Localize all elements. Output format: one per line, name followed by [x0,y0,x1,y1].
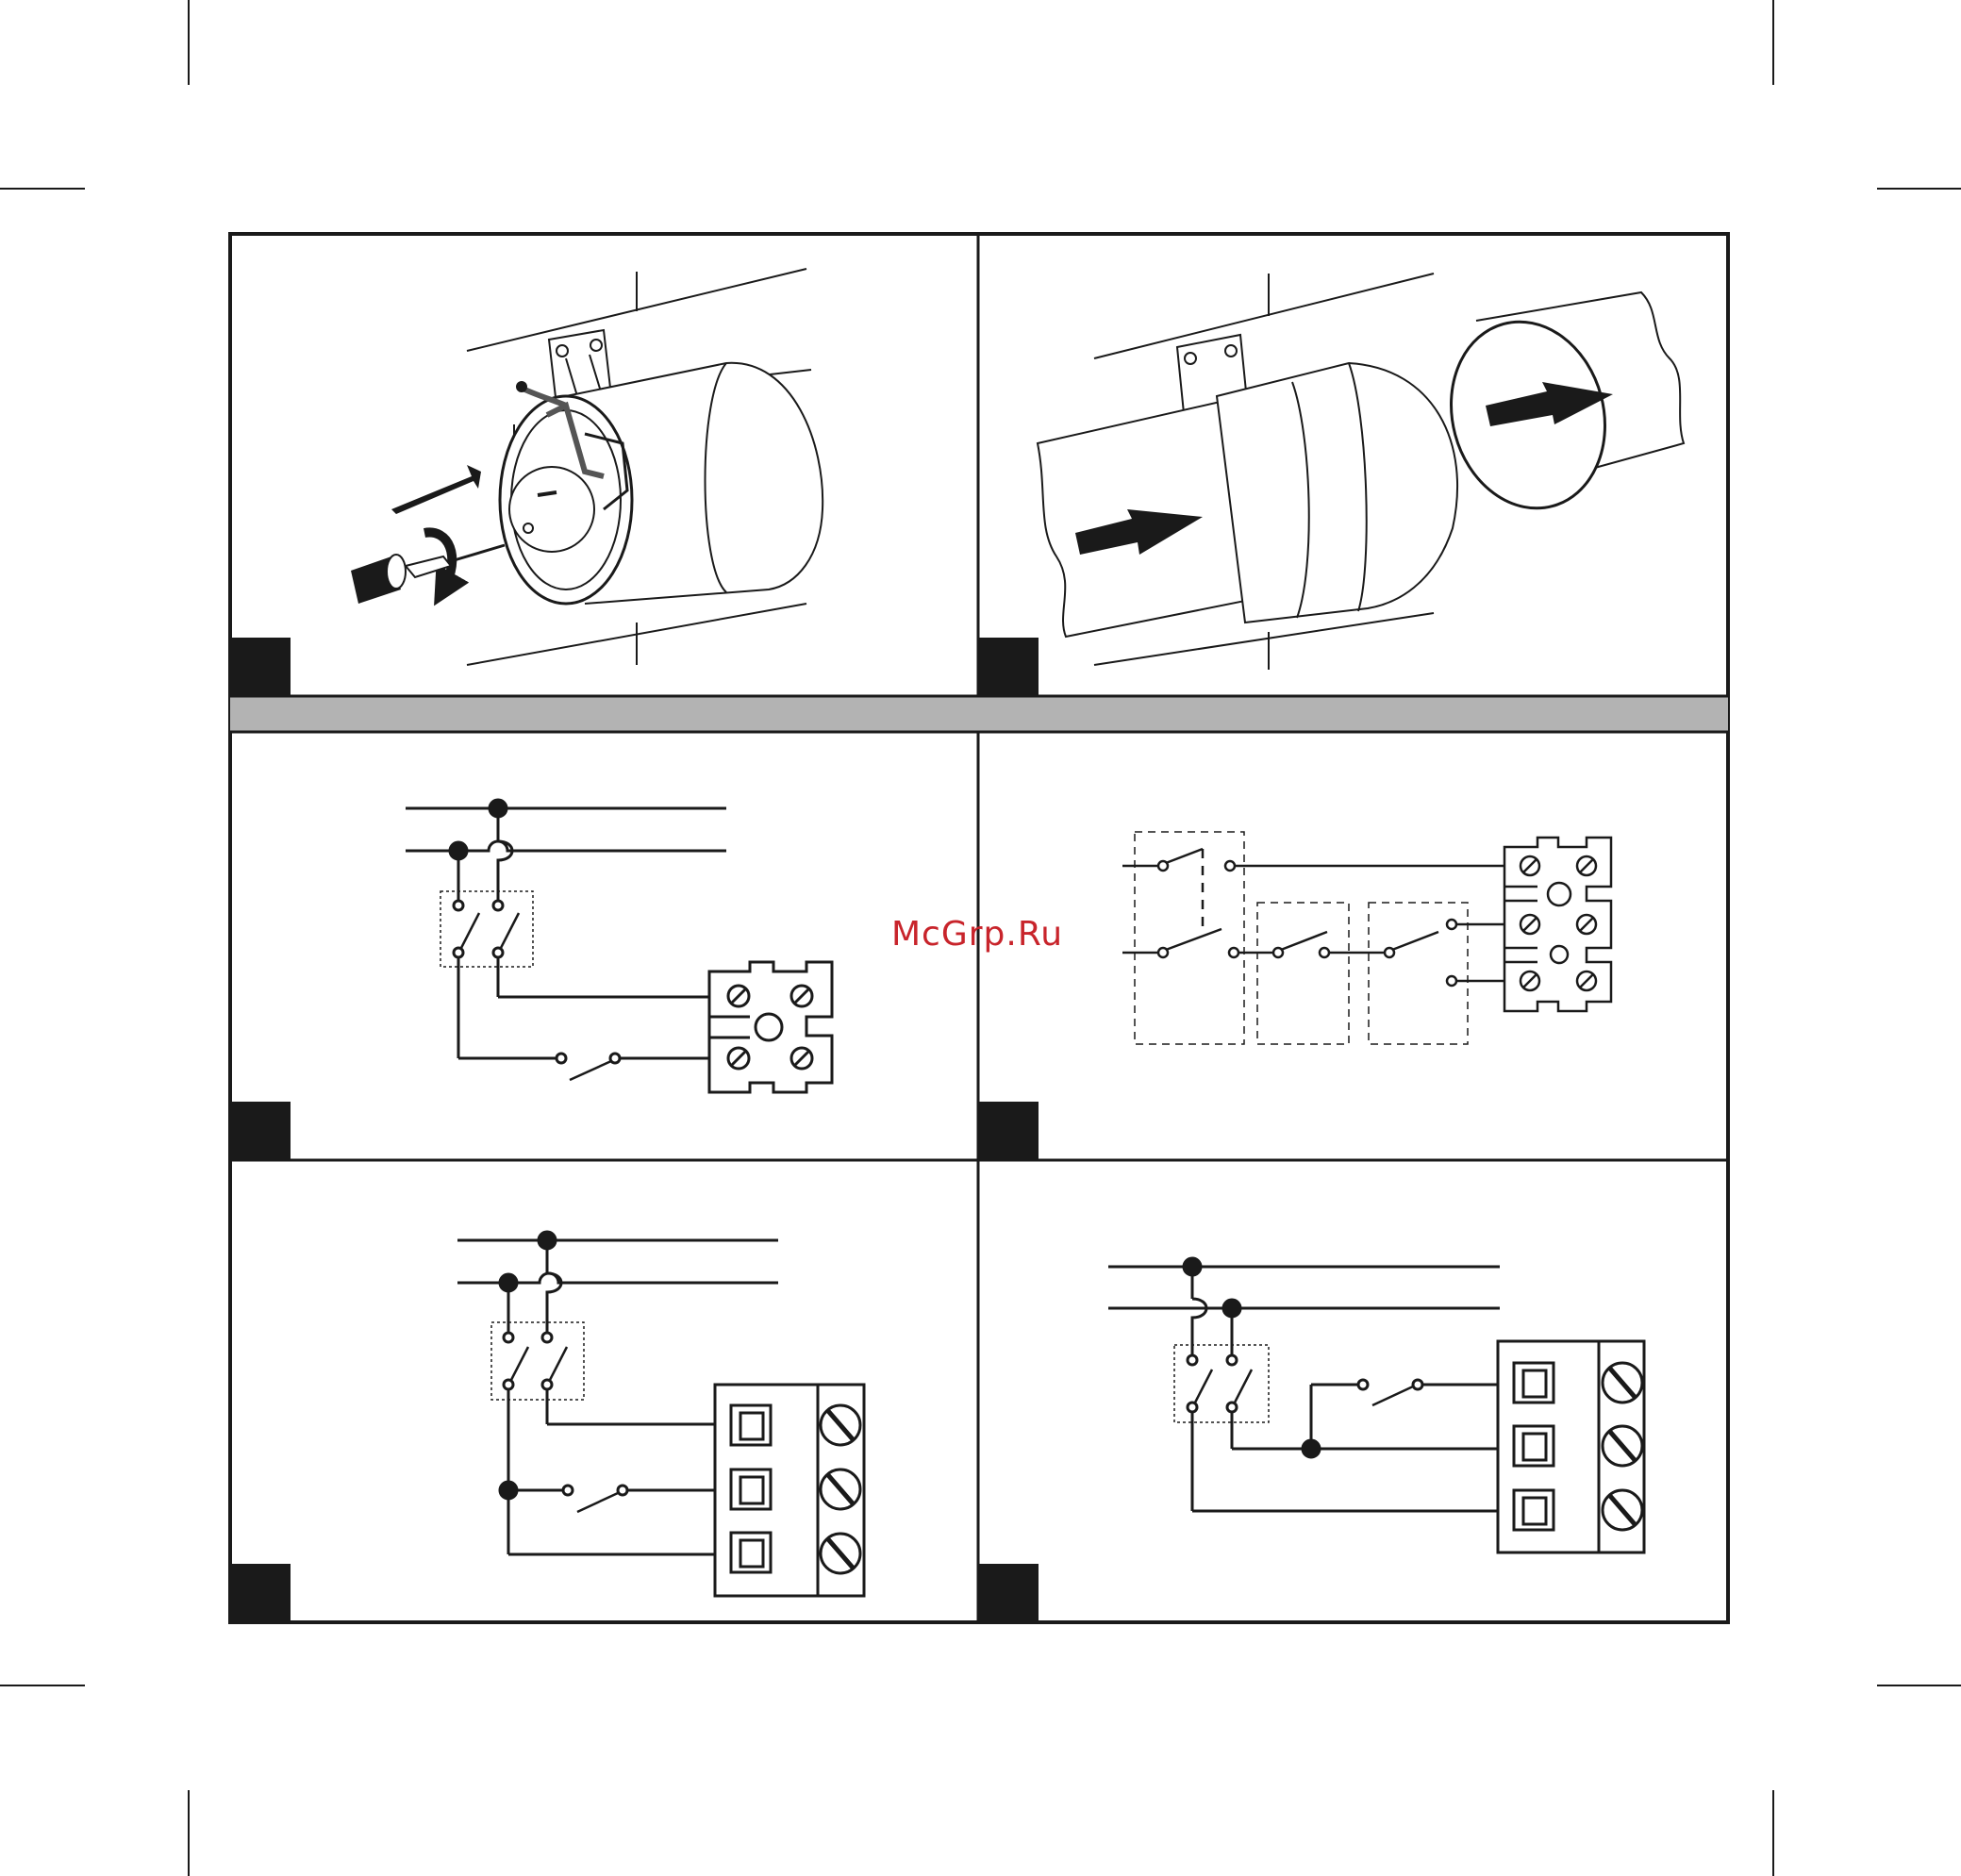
fan-body [500,363,823,604]
wiring-diagram-4 [1108,1258,1644,1552]
terminal-block-3pole [1504,838,1611,1011]
badge-panel-6 [978,1564,1039,1622]
wiring-diagram-3 [457,1232,864,1596]
fan-cylinder [1217,363,1457,623]
badge-panel-5 [230,1564,291,1622]
badge-panel-1 [230,638,291,696]
badge-panel-3 [230,1102,291,1160]
clamp-terminal-block-1 [715,1385,864,1596]
panel-badges [230,638,1039,1622]
duct-connection-illustration [1038,274,1684,670]
badge-panel-2 [978,638,1039,696]
wiring-diagram-1 [406,800,832,1092]
separator-band [230,696,1728,732]
install-fan-illustration [351,269,823,665]
badge-panel-4 [978,1102,1039,1160]
switch-housing-2 [1257,903,1349,1044]
wiring-diagram-2 [1122,832,1611,1044]
screwdriver [351,545,505,604]
terminal-block-2pole [709,962,832,1092]
clamp-terminal-block-2 [1498,1341,1644,1552]
insert-arrow [391,465,481,514]
watermark-text: McGrp.Ru [891,915,1063,954]
